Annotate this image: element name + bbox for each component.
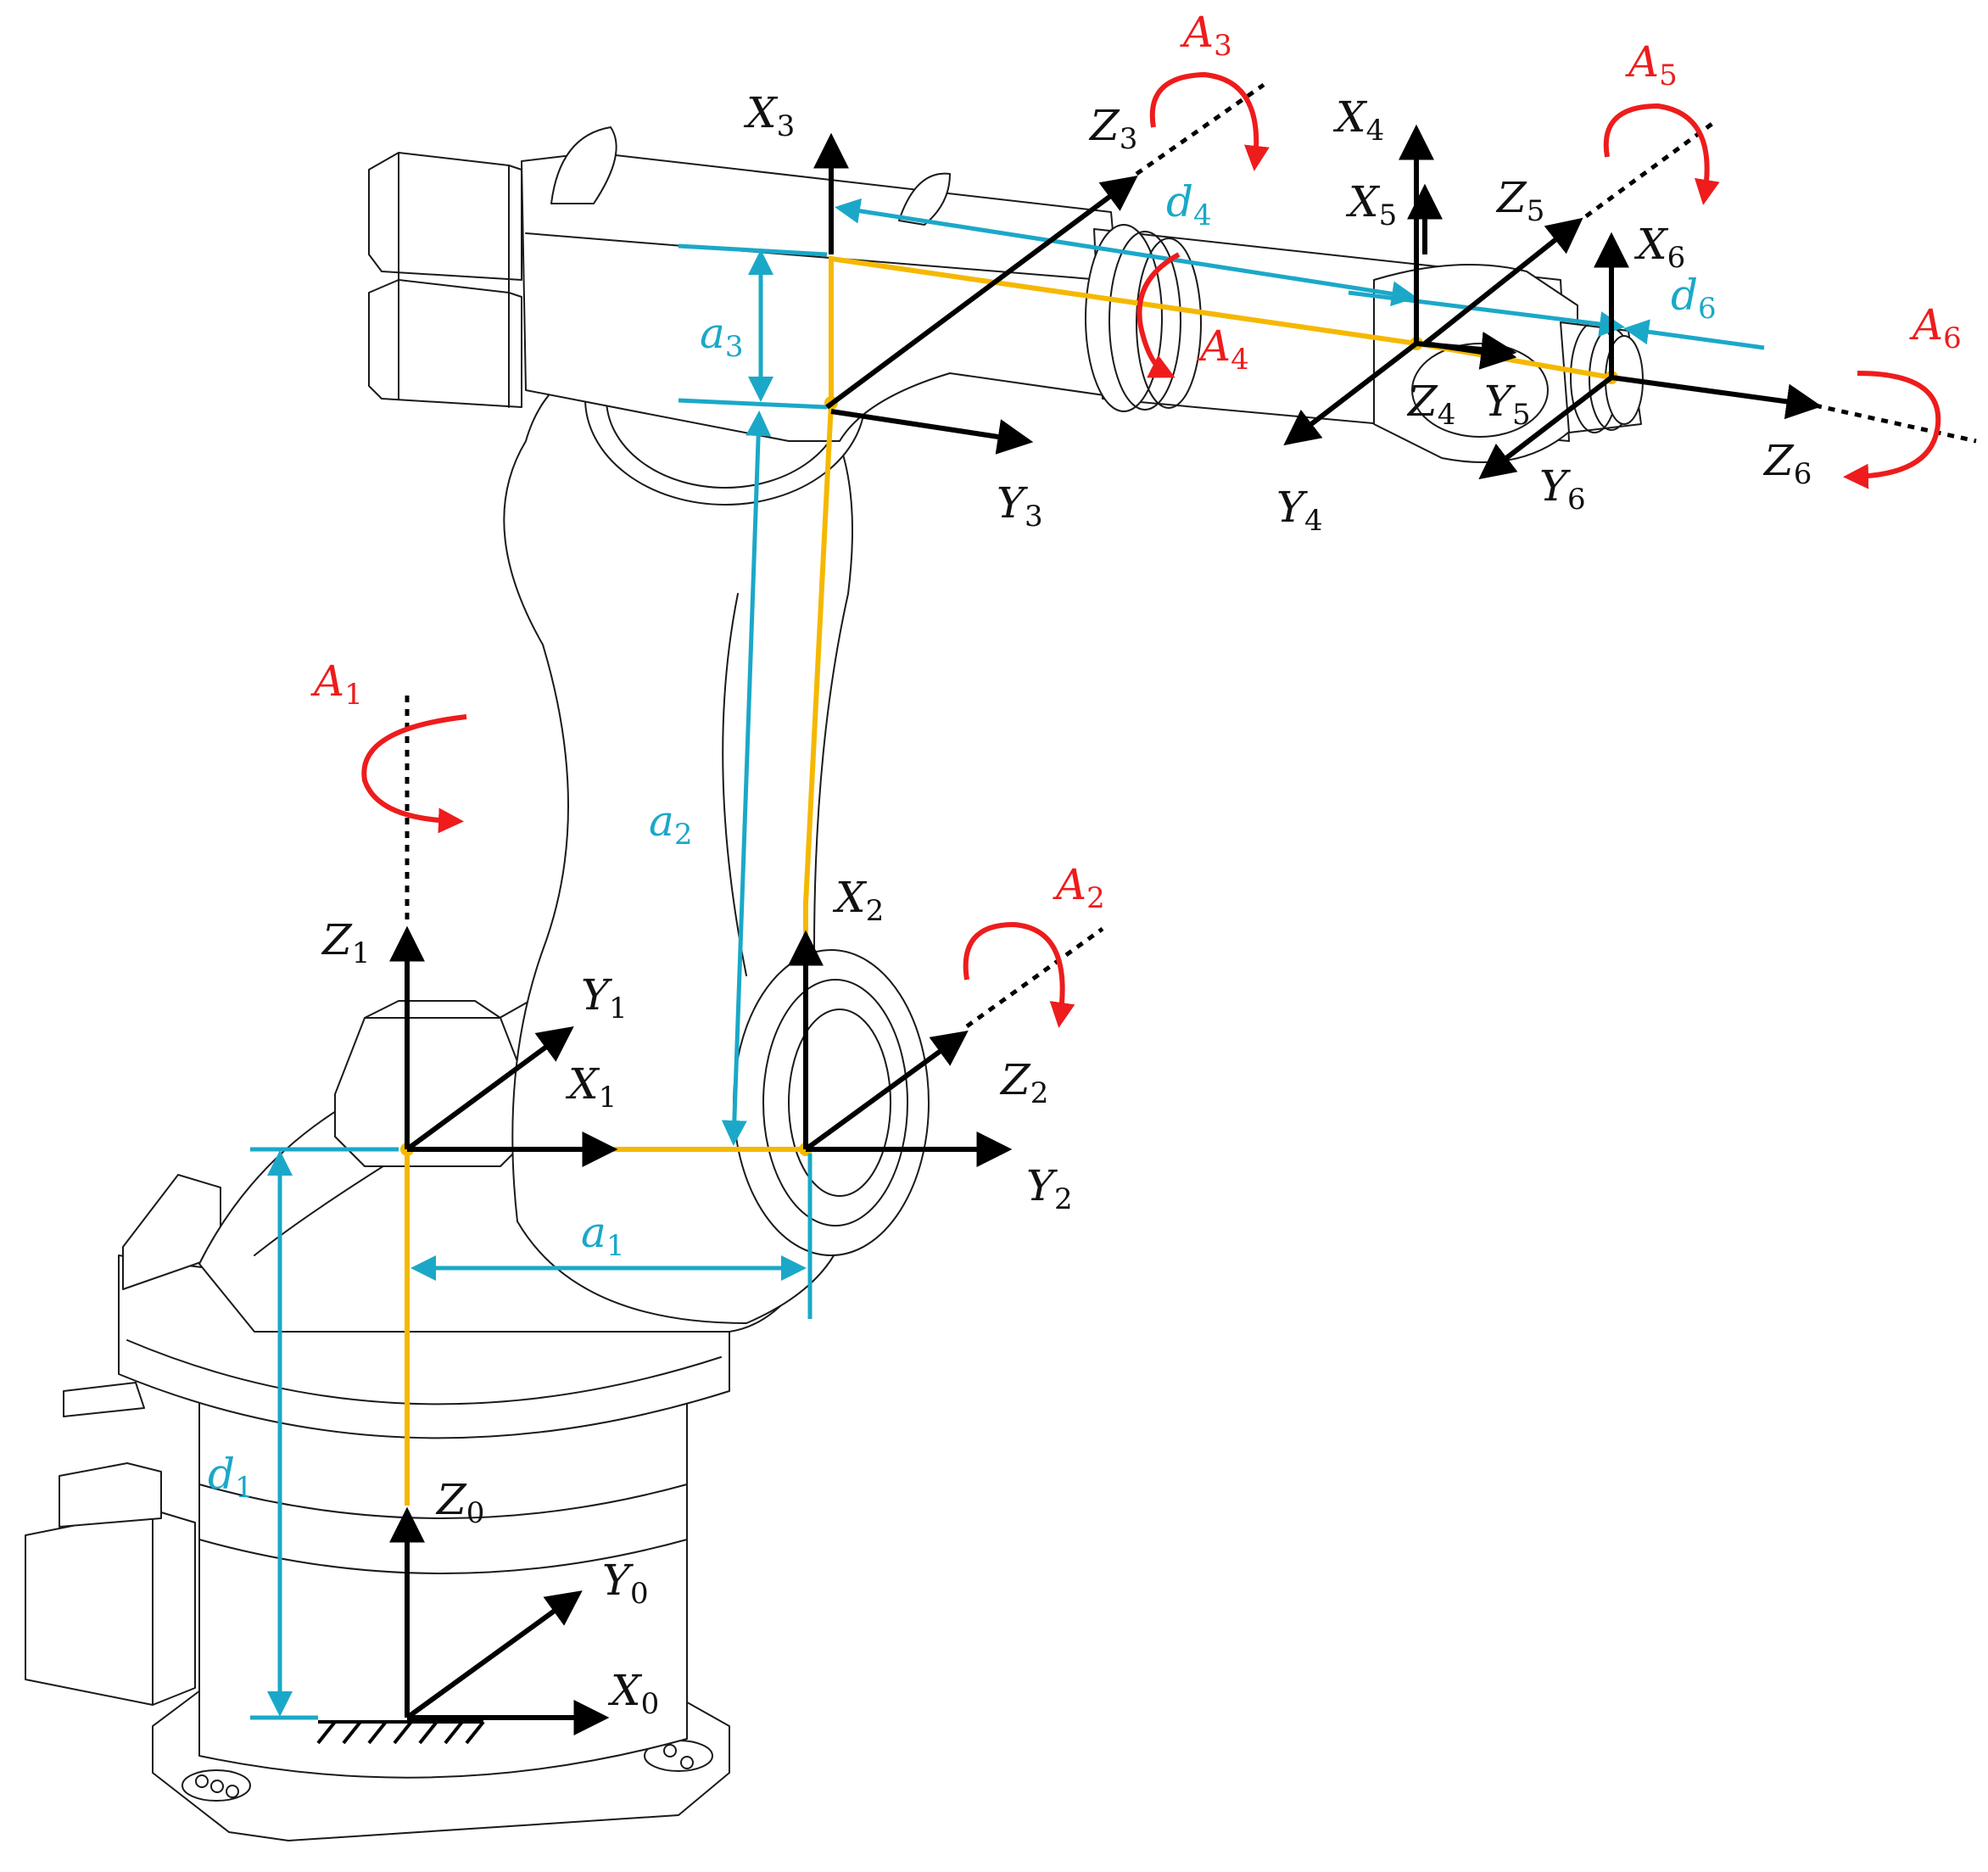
frame3-y-axis [830,409,1034,455]
label-y4: Y4 [1276,483,1323,538]
label-y0: Y0 [602,1556,649,1611]
frame3-z-axis [825,175,1138,410]
frame5-z-axis [1423,217,1583,346]
base-band [198,1484,688,1519]
label-x5: X5 [1345,177,1397,232]
forearm-housing [521,152,1129,442]
base-plate-bolt [663,1744,677,1757]
label-y5: Y5 [1484,377,1531,432]
label-joint-a5: A5 [1625,37,1678,92]
label-joint-a3: A3 [1180,8,1232,63]
base-plate-hole [181,1769,251,1802]
frame4-y-axis [1283,341,1418,446]
frame2-z-axis [804,1031,969,1152]
joint-labels: A1 A2 A3 A4 A5 A6 [310,8,1962,915]
label-x1: X1 [565,1059,617,1115]
rear-motor-bottom [368,279,522,408]
ground-hatch [316,1720,485,1745]
label-z3: Z3 [1088,101,1137,156]
a3-ext-bottom [678,398,828,410]
label-x0: X0 [607,1666,659,1721]
base-band [198,1539,688,1574]
label-joint-a1: A1 [310,657,363,712]
turntable-rim [126,1339,722,1405]
dimension-labels: d1 a1 a2 a3 d4 d6 [208,177,1717,1505]
label-z6: Z6 [1762,436,1812,491]
rotation-arrow-a2 [963,921,1075,1028]
dimension-lines [250,198,1765,1720]
axis-2-dotted [965,926,1104,1029]
base-plate-bolt [195,1774,209,1788]
rotation-arrow-a5 [1603,103,1720,205]
label-z4: Z4 [1406,377,1455,432]
label-dim-a2: a2 [649,796,692,852]
frame-labels: Z0 Y0 X0 Z1 Y1 X1 X2 Z2 Y2 X3 Z3 Y3 X4 Z… [321,88,1812,1721]
label-x6: X6 [1633,220,1685,275]
robot-outline [25,126,1644,1841]
label-dim-d6: d6 [1671,271,1717,326]
lifting-eye [550,126,617,204]
label-dim-d4: d4 [1166,177,1212,232]
shoulder-motor-top [364,1000,501,1019]
label-y2: Y2 [1026,1161,1073,1216]
label-z2: Z2 [999,1055,1048,1110]
shoulder-joint-ring [788,1009,891,1197]
label-dim-d1: d1 [208,1450,254,1505]
axis-6-dotted [1814,403,1977,444]
joint-axes-dotted [405,82,1977,1029]
rotation-arrow-a4 [1136,252,1181,378]
d6-arrow-right [1623,319,1765,350]
rotation-arrows [361,71,1941,1028]
coordinate-frames [316,124,1823,1745]
label-x4: X4 [1332,92,1384,148]
base-cylinder [198,1390,688,1779]
a2-arrow [721,411,772,1146]
d6-arrow-left [1348,290,1625,337]
base-plate-bolt [680,1756,694,1769]
label-x3: X3 [743,88,795,143]
label-joint-a6: A6 [1909,300,1962,355]
label-y6: Y6 [1539,461,1586,517]
turntable-block [122,1174,221,1290]
label-joint-a2: A2 [1053,860,1105,915]
frame6-z-axis [1611,375,1823,420]
frame5-y-axis [1424,334,1517,370]
rear-motor-top [368,152,522,281]
side-box-small [59,1462,162,1528]
rotation-arrow-a6 [1843,371,1941,489]
label-dim-a1: a1 [581,1208,624,1263]
label-z5: Z5 [1495,173,1544,228]
side-box [25,1509,196,1706]
frame1-y-axis [405,1026,574,1152]
shoulder-motor [334,1017,531,1167]
label-y3: Y3 [997,478,1043,534]
label-x2: X2 [832,873,884,928]
frame6-y-axis [1478,375,1613,480]
label-z1: Z1 [321,915,370,970]
d4-arrow [835,198,1417,307]
label-z0: Z0 [435,1475,484,1530]
base-plate-bolt [226,1785,239,1798]
label-joint-a4: A4 [1197,321,1249,377]
label-y1: Y1 [581,970,628,1025]
rotation-arrow-a1 [361,714,467,834]
base-plate-bolt [210,1780,224,1793]
side-box-lip [63,1382,145,1417]
rotation-arrow-a3 [1149,71,1270,171]
label-dim-a3: a3 [700,309,743,364]
frame0-y-axis [405,1590,583,1720]
